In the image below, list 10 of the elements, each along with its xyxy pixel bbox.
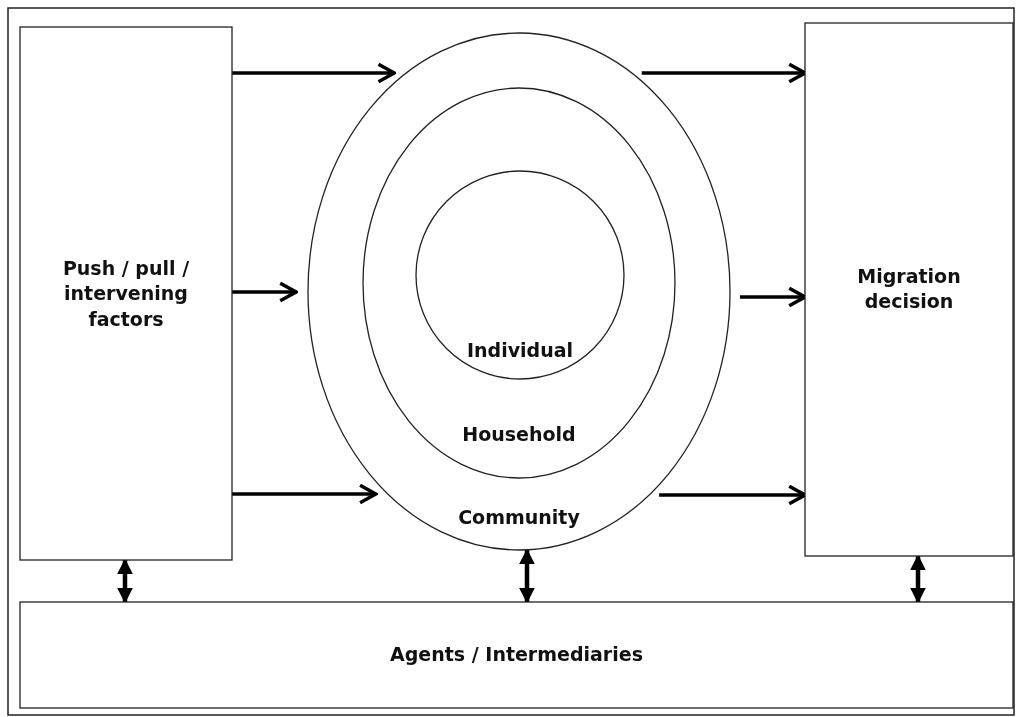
arrow <box>232 483 378 505</box>
node-label: Household <box>461 422 577 447</box>
node-label: Push / pull / intervening factors <box>61 255 191 332</box>
arrow <box>519 548 535 604</box>
arrow <box>232 62 396 84</box>
node-label: Individual <box>465 338 575 363</box>
node-label: Migration decision <box>856 263 962 315</box>
arrow <box>232 281 298 303</box>
node-label: Agents / Intermediaries <box>389 642 644 668</box>
node-label: Community <box>457 505 581 530</box>
